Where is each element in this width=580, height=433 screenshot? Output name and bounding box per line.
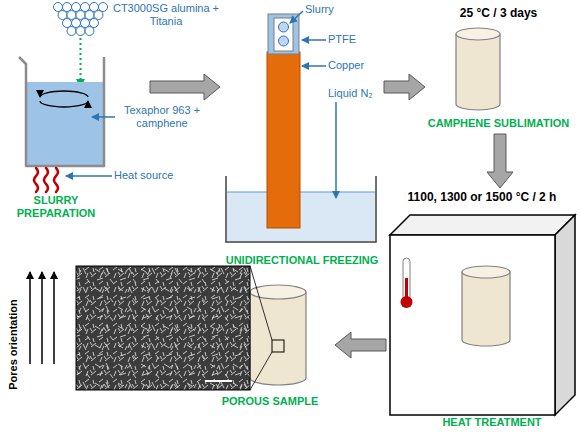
part-label: Slurry [305, 3, 355, 16]
material-label: CT3000SG alumina + Titania [108, 2, 224, 28]
leader-arrow [290, 11, 303, 23]
dewar-tray [226, 176, 376, 242]
sample-cylinder [462, 272, 510, 346]
orientation-arrow [29, 272, 31, 364]
pouring-arrow [80, 38, 82, 86]
particle [72, 19, 81, 28]
particle [72, 3, 81, 12]
particle [90, 3, 99, 12]
zoom-line [250, 266, 272, 340]
thermometer [403, 258, 410, 300]
furnace-front [390, 235, 555, 415]
green-body-cylinder [456, 34, 500, 110]
liquid-level [227, 191, 375, 192]
heat-wave [44, 168, 48, 192]
particle [99, 3, 108, 12]
heat-source-label: Heat source [114, 169, 194, 182]
particle [85, 27, 94, 36]
stirring-arrow [40, 101, 88, 107]
porous-cylinder [250, 292, 306, 385]
process-stage: UNIDIRECTIONAL FREEZING [220, 6, 384, 272]
process-stage: POROUS SAMPLE [205, 282, 335, 412]
process-condition: 25 °C / 3 days [425, 6, 572, 20]
particle [63, 19, 72, 28]
slurry-drop [279, 22, 289, 32]
particle [76, 27, 85, 36]
particle [76, 11, 85, 20]
particle [94, 11, 103, 20]
zoom-square [272, 340, 284, 352]
scale-bar [205, 380, 232, 382]
process-stage: SLURRY PREPARATION [8, 44, 150, 232]
additive-label: Texaphor 963 + camphene [116, 104, 208, 130]
particle [81, 19, 90, 28]
thermometer-bulb [401, 296, 413, 308]
particle [58, 11, 67, 20]
stirring-arrow [40, 91, 88, 97]
part-label: Liquid N₂ [328, 87, 386, 100]
stage-heading: CAMPHENE SUBLIMATION [425, 117, 572, 130]
particle [63, 3, 72, 12]
cylinder-top [462, 266, 510, 278]
leader-arrow [335, 102, 337, 198]
stage-heading: POROUS SAMPLE [205, 395, 335, 408]
process-stage: 25 °C / 3 daysCAMPHENE SUBLIMATION [425, 4, 572, 134]
part-label: PTFE [328, 33, 378, 46]
sem-micrograph [76, 266, 250, 390]
stage-heading: UNIDIRECTIONAL FREEZING [220, 254, 384, 267]
furnace-top [390, 215, 575, 235]
slurry-liquid [27, 82, 103, 165]
stage-heading: SLURRY PREPARATION [8, 194, 104, 220]
particle [85, 11, 94, 20]
powder-particles [54, 3, 108, 36]
flow-arrow [150, 74, 220, 100]
sem-micrograph [76, 266, 250, 390]
cylinder-top [250, 285, 306, 299]
liquid-nitrogen [227, 192, 375, 241]
flow-arrow [335, 332, 386, 358]
leader-arrow [302, 65, 326, 67]
process-condition: 1100, 1300 or 1500 °C / 2 h [386, 190, 578, 204]
part-label: Copper [328, 59, 378, 72]
flow-arrow [384, 74, 425, 100]
slurry-drop [279, 36, 289, 46]
process-stage: 1100, 1300 or 1500 °C / 2 h HEAT TREATMEN… [386, 188, 578, 432]
orientation-arrow [41, 272, 43, 364]
particle [81, 3, 90, 12]
particle [54, 3, 63, 12]
particle [67, 11, 76, 20]
heat-wave [34, 168, 38, 192]
heat-waves [34, 168, 58, 192]
stage-heading: HEAT TREATMENT [406, 416, 578, 429]
copper-rod [267, 52, 300, 228]
furnace-side [555, 215, 575, 415]
cylinder-top [456, 28, 500, 40]
axis-label: Pores orientation [7, 280, 20, 410]
particle [67, 27, 76, 36]
particle [90, 19, 99, 28]
orientation-arrow [53, 272, 55, 364]
beaker [19, 57, 104, 166]
leader-arrow [92, 116, 115, 118]
leader-arrow [66, 175, 112, 177]
heat-wave [54, 168, 58, 192]
flow-arrow [487, 134, 513, 188]
zoom-line [250, 352, 272, 390]
leader-arrow [302, 39, 326, 41]
